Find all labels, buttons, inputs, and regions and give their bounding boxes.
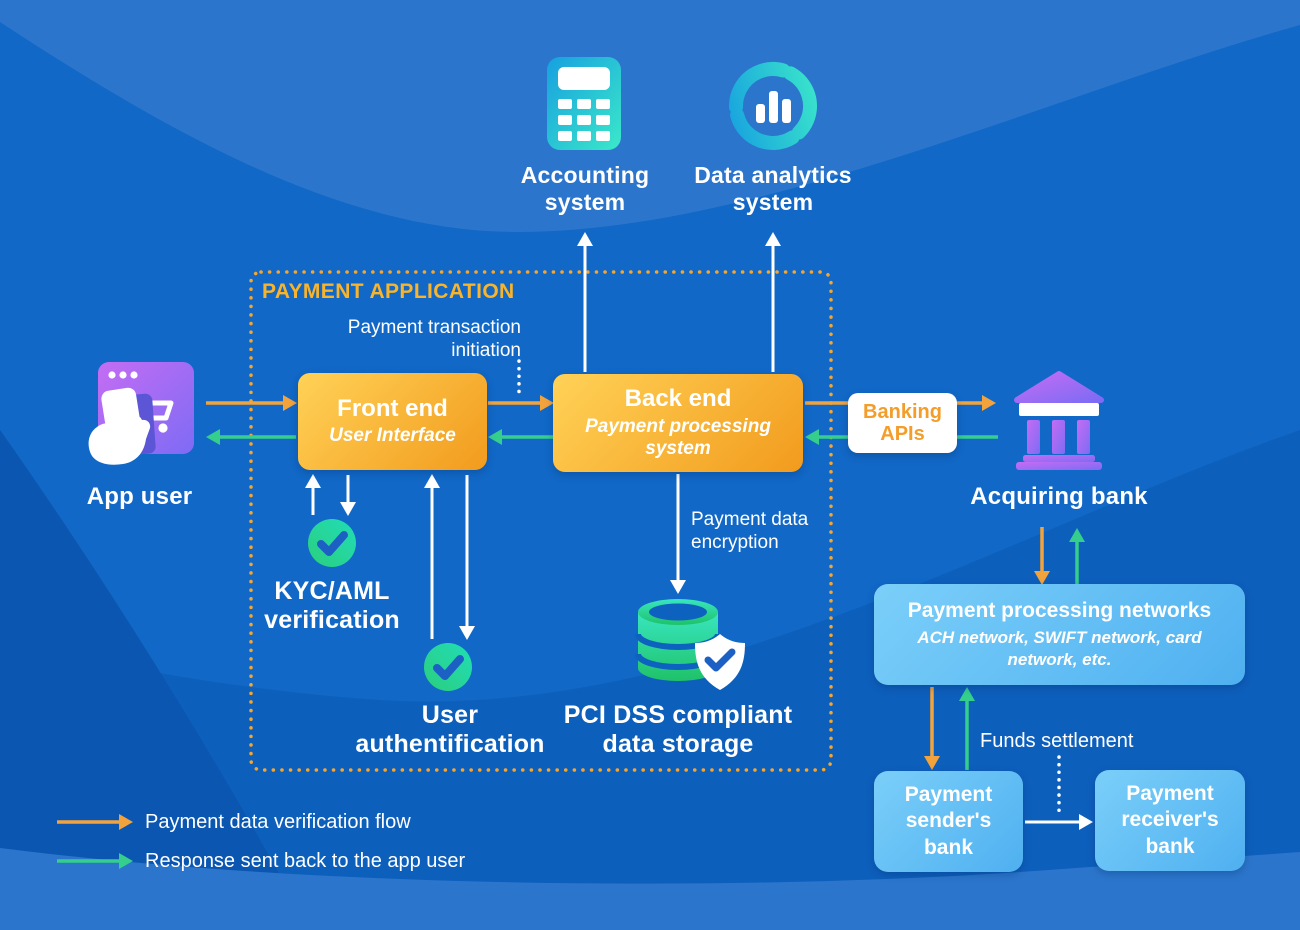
payment-networks-title: Payment processing networks — [907, 599, 1212, 623]
legend-green-label: Response sent back to the app user — [145, 850, 466, 872]
front-end-box: Front end User Interface — [298, 373, 487, 470]
arrow-bank-to-networks — [1034, 527, 1050, 585]
user-authentification-label: User authentification — [355, 701, 545, 758]
kyc-verification-label: KYC/AML verification — [264, 577, 400, 634]
back-end-box: Back end Payment processing system — [553, 374, 803, 472]
data-analytics-system-label: Data analytics system — [694, 162, 852, 215]
payment-application-frame — [249, 270, 833, 772]
arrow-appuser-to-frontend — [206, 395, 297, 411]
back-end-subtitle: Payment processing system — [585, 415, 771, 459]
legend-orange-arrow — [57, 814, 133, 830]
back-end-title: Back end — [624, 385, 732, 413]
arrow-frontend-to-backend — [488, 395, 554, 411]
receiver-bank-label: Payment receiver's bank — [1121, 782, 1219, 858]
arrow-backend-to-accounting — [577, 232, 593, 372]
arrow-frontend-to-appuser — [206, 429, 296, 445]
database-shield-icon — [630, 596, 750, 696]
accounting-system-label: Accounting system — [520, 162, 650, 215]
kyc-check-circle-icon — [307, 518, 357, 568]
bank-building-icon — [1011, 370, 1107, 471]
transaction-initiation-annotation: Payment transaction initiation — [347, 317, 521, 362]
calculator-icon — [547, 57, 621, 150]
legend-green-arrow — [57, 853, 133, 869]
legend-orange-label: Payment data verification flow — [145, 811, 411, 833]
arrow-auth-to-frontend — [424, 474, 440, 639]
arrow-kyc-to-frontend — [305, 474, 321, 515]
front-end-subtitle: User Interface — [329, 425, 456, 447]
banking-apis-box: Banking APIs — [848, 393, 957, 453]
acquiring-bank-label: Acquiring bank — [970, 483, 1148, 510]
arrow-sender-to-networks — [959, 687, 975, 770]
data-encryption-annotation: Payment data encryption — [691, 509, 809, 554]
funds-settlement-annotation: Funds settlement — [980, 730, 1134, 752]
payment-networks-subtitle: ACH network, SWIFT network, card network… — [917, 628, 1202, 669]
front-end-title: Front end — [337, 394, 448, 422]
payment-networks-box: Payment processing networks ACH network,… — [874, 584, 1245, 685]
app-user-label: App user — [86, 483, 193, 510]
arrow-backend-to-frontend — [488, 429, 553, 445]
banking-apis-label: Banking APIs — [863, 401, 942, 445]
arrow-frontend-to-auth — [459, 475, 475, 640]
donut-chart-icon — [727, 60, 819, 152]
arrow-backend-to-analytics — [765, 232, 781, 372]
sender-bank-box: Payment sender's bank — [874, 771, 1023, 872]
arrow-backend-to-storage — [670, 474, 686, 594]
auth-check-circle-icon — [423, 642, 473, 692]
arrow-networks-to-sender — [924, 687, 940, 770]
browser-cart-hand-icon — [50, 358, 200, 478]
receiver-bank-box: Payment receiver's bank — [1095, 770, 1245, 871]
pci-storage-label: PCI DSS compliant data storage — [563, 701, 793, 758]
arrow-sender-to-receiver — [1025, 814, 1093, 830]
arrow-networks-to-bank — [1069, 528, 1085, 585]
sender-bank-label: Payment sender's bank — [904, 783, 993, 859]
arrow-frontend-to-kyc — [340, 475, 356, 516]
payment-application-title: PAYMENT APPLICATION — [262, 280, 515, 303]
